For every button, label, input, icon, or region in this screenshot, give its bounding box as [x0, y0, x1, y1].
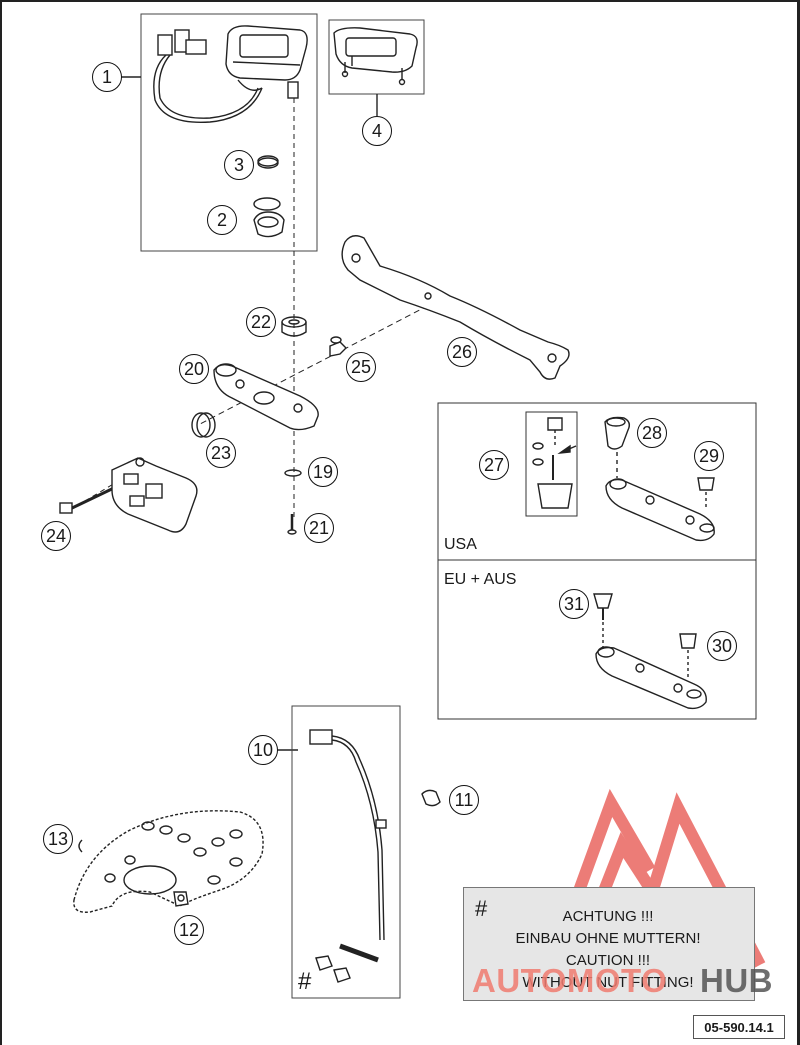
callout-26: 26: [447, 337, 477, 367]
region-label-usa: USA: [444, 536, 477, 553]
callout-21: 21: [304, 513, 334, 543]
callout-1: 1: [92, 62, 122, 92]
callout-29: 29: [694, 441, 724, 471]
callout-19: 19: [308, 457, 338, 487]
frame-top-border: [0, 0, 800, 2]
note-line-caution: CAUTION !!!: [565, 952, 651, 969]
callout-28: 28: [637, 418, 667, 448]
callout-13: 13: [43, 824, 73, 854]
note-line-einbau: EINBAU OHNE MUTTERN!: [515, 930, 701, 947]
callout-10: 10: [248, 735, 278, 765]
watermark-text-automoto: AUTOMOTO: [472, 962, 668, 999]
callout-11: 11: [449, 785, 479, 815]
note-line-without-nut: WITHOUT NUT FITTING!: [522, 974, 694, 991]
callout-27: 27: [479, 450, 509, 480]
hash-marker: #: [298, 968, 312, 995]
note-hash-symbol: #: [475, 896, 488, 921]
reference-code: 05-590.14.1: [693, 1015, 785, 1039]
callout-25: 25: [346, 352, 376, 382]
callout-22: 22: [246, 307, 276, 337]
note-line-achtung: ACHTUNG !!!: [562, 908, 654, 925]
callout-20: 20: [179, 354, 209, 384]
callout-23: 23: [206, 438, 236, 468]
callout-31: 31: [559, 589, 589, 619]
callout-30: 30: [707, 631, 737, 661]
frame-left-border: [0, 0, 2, 1045]
callout-2: 2: [207, 205, 237, 235]
callout-12: 12: [174, 915, 204, 945]
frame-right-border: [797, 0, 800, 1045]
watermark-text-hub: HUB: [700, 962, 773, 999]
callout-3: 3: [224, 150, 254, 180]
warning-note-box: [463, 887, 755, 1001]
region-label-eu-aus: EU + AUS: [444, 571, 517, 588]
callout-4: 4: [362, 116, 392, 146]
callout-24: 24: [41, 521, 71, 551]
